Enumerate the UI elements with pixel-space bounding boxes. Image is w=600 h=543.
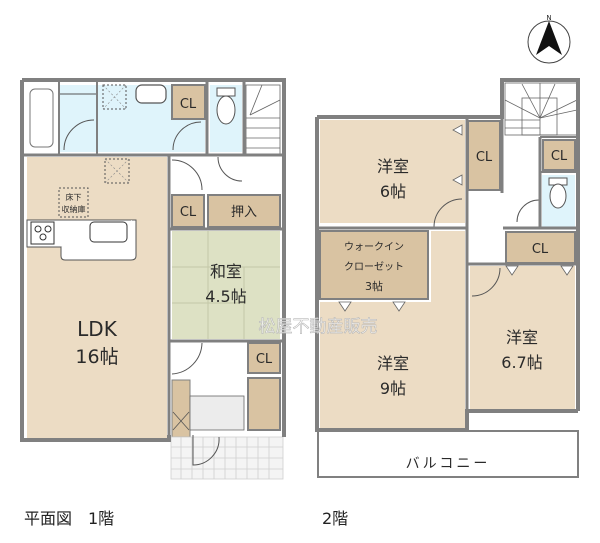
- porch-tiles: [170, 436, 284, 480]
- cl-label: CL: [532, 242, 549, 257]
- walls-1f: [20, 78, 286, 442]
- floor1-plan: CL 床下 収納庫 LDK: [20, 78, 286, 480]
- floor-hatch-icon: [104, 158, 130, 184]
- genkan-floor: [189, 395, 245, 431]
- wic-label: クローゼット: [344, 261, 404, 273]
- youshitsu67-size: 6.7帖: [501, 353, 542, 372]
- compass-n-label: N: [546, 14, 551, 22]
- ldk-room: [27, 157, 167, 438]
- youshitsu6-label: 洋室: [377, 157, 409, 176]
- closet-entrance: [247, 342, 281, 374]
- watermark: 松屋不動産販売: [259, 317, 378, 337]
- ldk-size: 16帖: [75, 346, 118, 368]
- youshitsu67-label: 洋室: [506, 328, 538, 347]
- balcony: [317, 430, 579, 478]
- youshitsu9-label: 洋室: [377, 354, 409, 373]
- floor-hatch-icon: [102, 84, 127, 110]
- north-compass-icon: N: [527, 14, 571, 64]
- underfloor-label: 床下: [66, 192, 82, 202]
- sink-icon: [135, 84, 167, 104]
- walls-2f: [315, 78, 580, 432]
- staircase-2f: [504, 82, 578, 136]
- storage-entrance: [247, 377, 281, 431]
- youshitsu-9: [320, 302, 465, 428]
- youshitsu-67: [470, 266, 575, 409]
- ldk-label: LDK: [77, 317, 118, 341]
- kitchen-sink-icon: [89, 221, 128, 243]
- floor2-plan: 洋室 6帖 CL CL ウォークイン クローゼット 3帖: [315, 78, 580, 478]
- cl-label: CL: [180, 97, 197, 112]
- washitsu-room: [172, 231, 280, 339]
- closet-youshitsu6: [467, 120, 501, 191]
- underfloor-label: 収納庫: [62, 204, 86, 214]
- stove-icon: [30, 221, 55, 245]
- closet-wash: [171, 84, 206, 120]
- closet-hall: [171, 194, 205, 228]
- washitsu-label: 和室: [210, 262, 242, 281]
- oshiire-closet: [207, 194, 281, 228]
- underfloor-storage: [58, 187, 89, 218]
- cl-label: CL: [180, 205, 197, 220]
- bathtub-icon: [29, 88, 54, 148]
- youshitsu-6: [320, 120, 465, 223]
- cl-label: CL: [256, 352, 273, 367]
- balcony-label: バルコニー: [406, 456, 491, 472]
- youshitsu6-size: 6帖: [380, 182, 406, 201]
- oshiire-label: 押入: [231, 205, 257, 220]
- floor1-caption: 平面図 1階: [24, 509, 115, 528]
- youshitsu9-size: 9帖: [380, 379, 406, 398]
- wic-label: ウォークイン: [344, 241, 404, 253]
- kitchen-counter: [26, 219, 137, 261]
- cl-label: CL: [551, 149, 568, 164]
- closet-youshitsu67: [505, 231, 576, 264]
- toilet-icon: [216, 95, 236, 125]
- walk-in-closet: [319, 230, 429, 300]
- floor2-caption: 2階: [322, 509, 349, 528]
- closet-stair: [542, 139, 576, 171]
- wic-size: 3帖: [365, 280, 383, 293]
- toilet-icon: [549, 183, 567, 209]
- staircase-1f: [245, 84, 281, 156]
- washitsu-size: 4.5帖: [205, 287, 246, 306]
- cl-label: CL: [476, 150, 493, 165]
